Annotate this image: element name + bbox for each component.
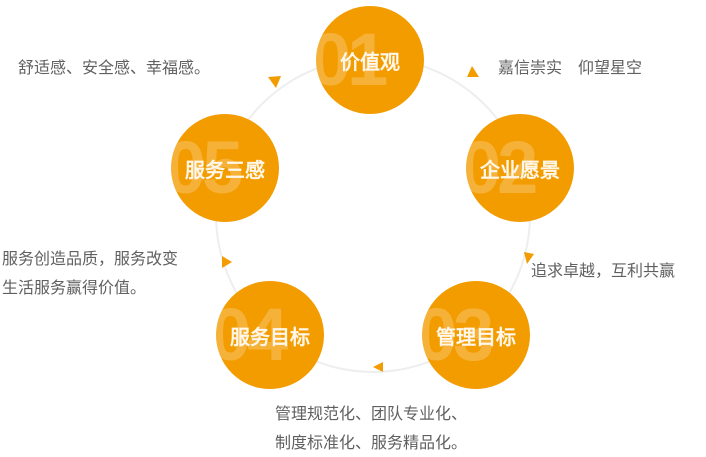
description-values: 嘉信崇实 仰望星空 <box>498 53 642 82</box>
description-line: 制度标准化、服务精品化。 <box>275 433 468 452</box>
node-values: 01 价值观 <box>316 6 424 114</box>
node-label: 管理目标 <box>436 324 516 349</box>
description-line: 管理规范化、团队专业化、 <box>275 404 468 423</box>
description-management-goal: 管理规范化、团队专业化、 制度标准化、服务精品化。 <box>275 399 467 457</box>
node-number: 02 <box>466 126 538 209</box>
node-management-goal: 03 管理目标 <box>422 281 530 389</box>
description-vision: 追求卓越，互利共赢 <box>531 256 675 285</box>
description-line: 舒适感、安全感、幸福感。 <box>18 58 211 77</box>
arrow-icon-03-04 <box>373 362 383 372</box>
description-service-three-senses: 舒适感、安全感、幸福感。 <box>18 53 210 82</box>
node-service-three-senses: 05 服务三感 <box>171 114 279 222</box>
node-label: 企业愿景 <box>480 157 560 182</box>
node-label: 服务三感 <box>185 157 265 182</box>
arrow-icon-01-02 <box>467 66 479 77</box>
description-line: 生活服务赢得价值。 <box>2 278 147 297</box>
description-line: 追求卓越，互利共赢 <box>531 261 676 280</box>
description-line: 嘉信崇实 仰望星空 <box>498 58 643 77</box>
node-number: 04 <box>216 293 288 376</box>
arrow-icon-02-03 <box>524 252 534 264</box>
arrow-icon-04-05 <box>222 256 232 268</box>
node-number: 01 <box>316 18 388 101</box>
node-label: 价值观 <box>340 49 400 74</box>
node-label: 服务目标 <box>230 324 310 349</box>
node-number: 03 <box>422 293 494 376</box>
node-service-goal: 04 服务目标 <box>216 281 324 389</box>
description-line: 服务创造品质，服务改变 <box>2 249 179 268</box>
arrow-icon-05-01 <box>268 76 281 88</box>
node-number: 05 <box>171 126 243 209</box>
description-service-goal: 服务创造品质，服务改变 生活服务赢得价值。 <box>2 244 178 302</box>
node-vision: 02 企业愿景 <box>466 114 574 222</box>
